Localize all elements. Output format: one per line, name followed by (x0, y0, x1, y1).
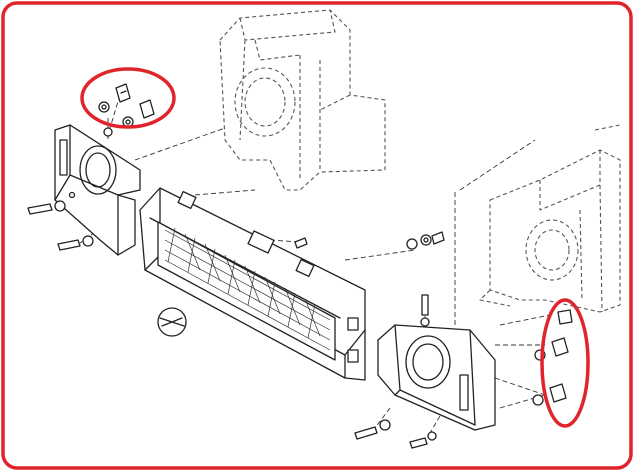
highlight-ellipse-upper-left (80, 67, 176, 129)
grille-mesh (164, 227, 331, 351)
right-headlamp-bracket (377, 324, 496, 431)
left-headlamp-bracket (54, 124, 141, 256)
upper-left-clip-fasteners (98, 83, 155, 137)
right-fender-ghost (479, 124, 621, 313)
front-grille (139, 187, 366, 381)
left-fender-ghost (219, 9, 386, 191)
right-bracket-clip-fasteners (532, 309, 573, 406)
fasteners (27, 83, 573, 449)
highlight-ellipse-right (540, 298, 590, 428)
grille-emblem (157, 307, 187, 337)
